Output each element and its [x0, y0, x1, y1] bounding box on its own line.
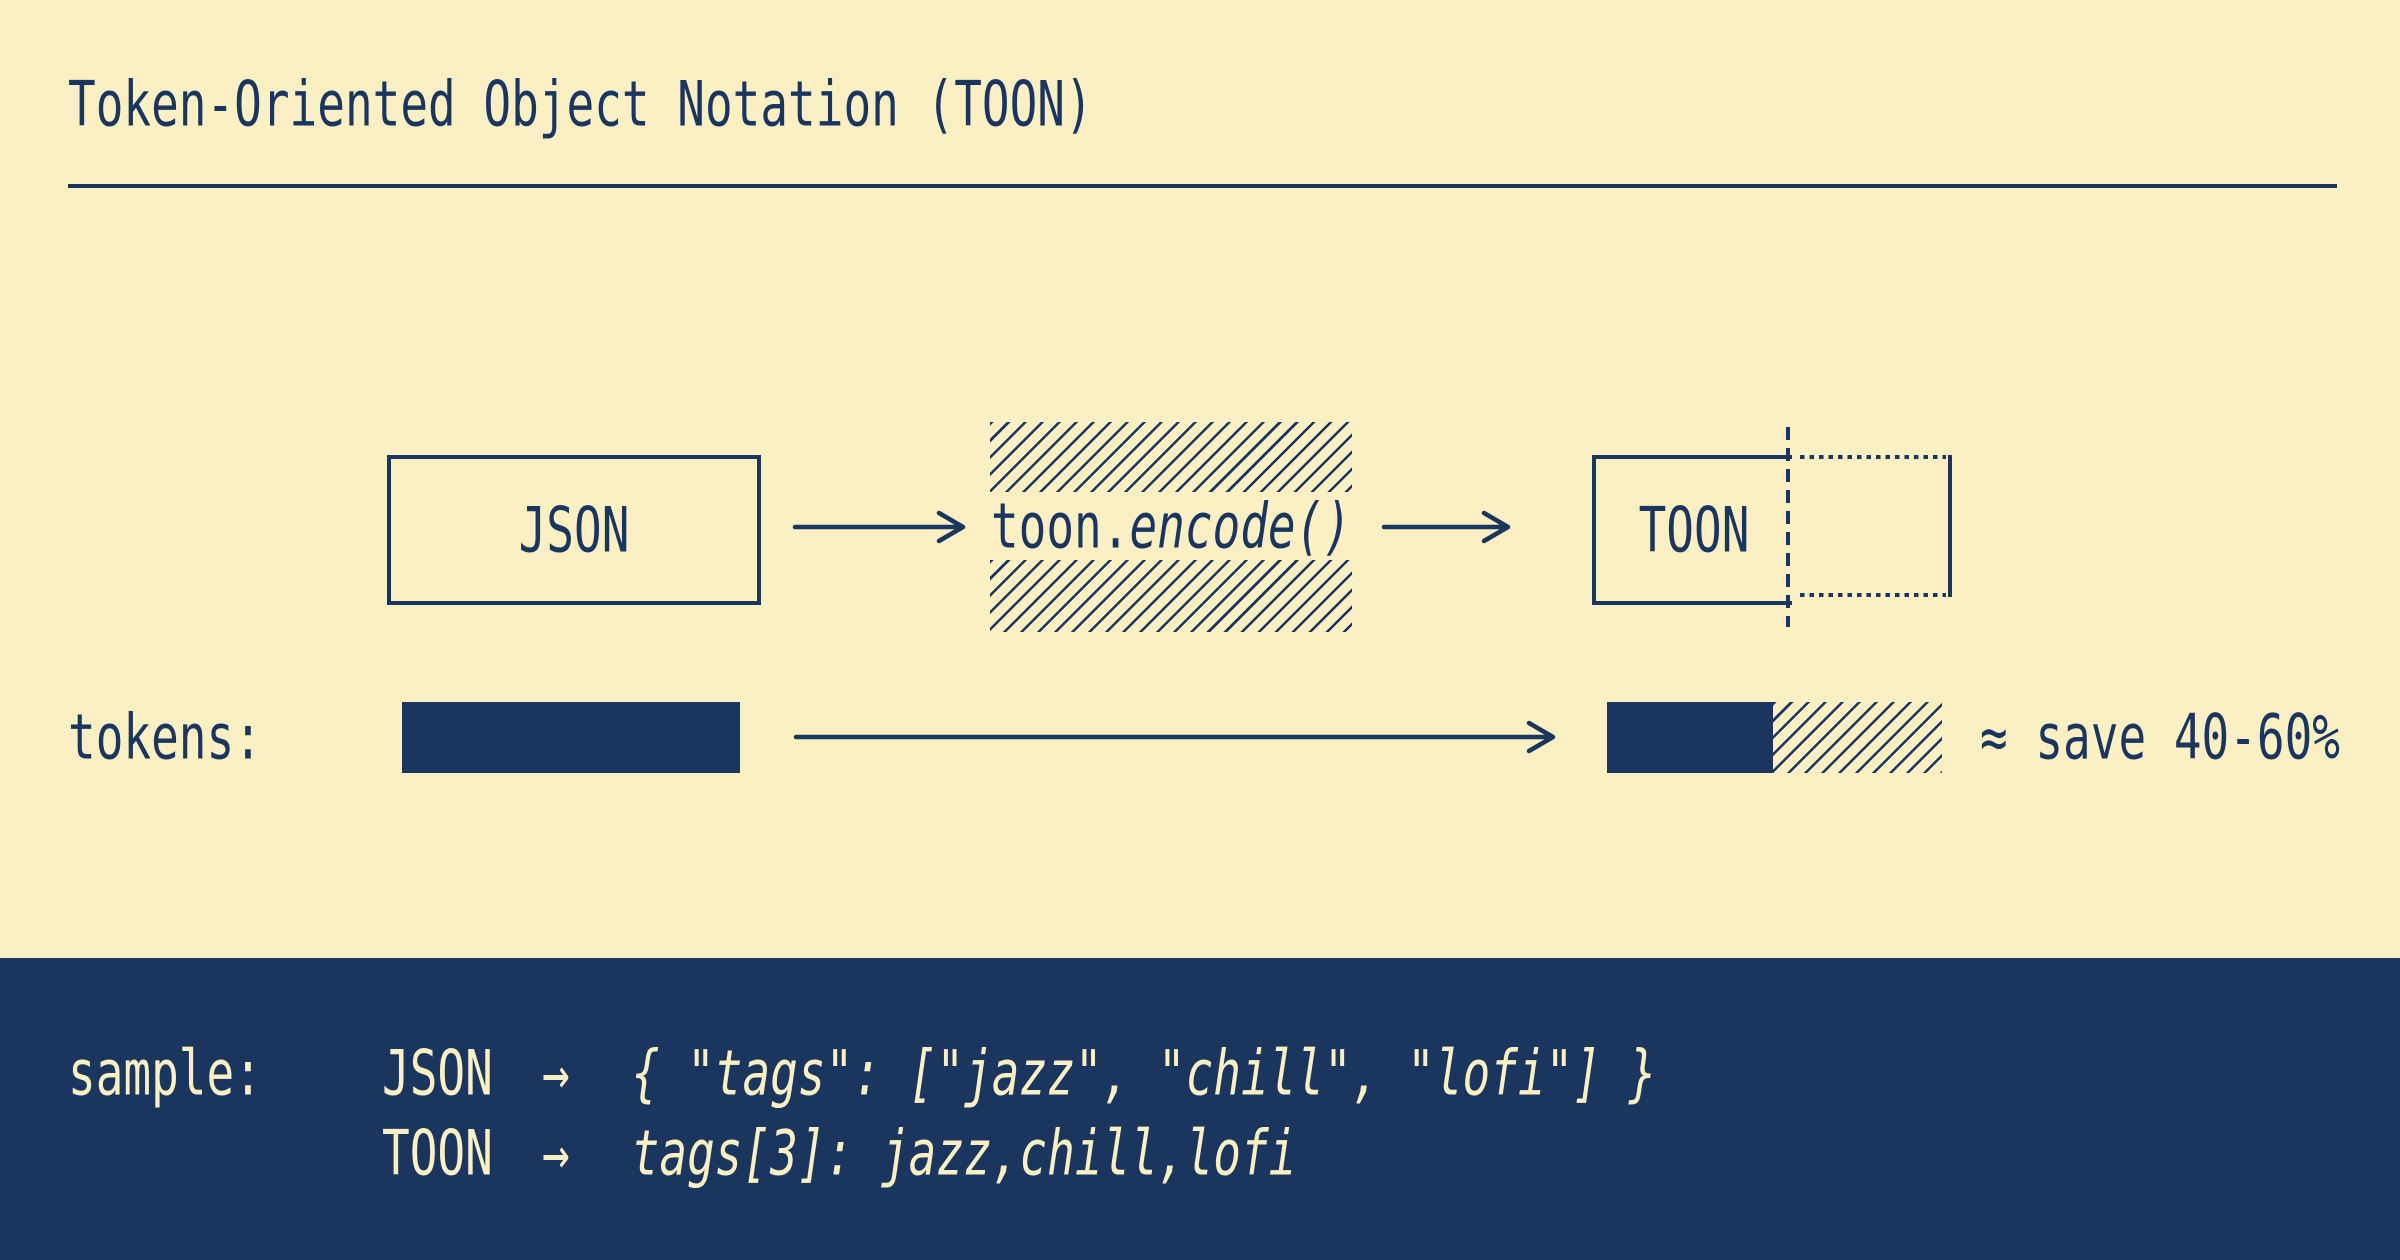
toon-tokens-bar	[1607, 702, 1773, 773]
sample-toon-code: tags[3]: jazz,chill,lofi	[631, 1116, 1297, 1190]
toon-trimmed-extension	[1800, 455, 1952, 597]
savings-note: ≈ save 40-60%	[1956, 700, 2340, 774]
extension-dotted-bottom	[1800, 593, 1946, 597]
tokens-arrow-icon	[793, 720, 1556, 754]
sample-arrow-icon: →	[542, 1116, 570, 1190]
encode-call-label: toon.encode()	[980, 490, 1362, 563]
title-underline	[68, 184, 2337, 188]
encode-method: encode()	[1129, 489, 1352, 563]
sample-label: sample:	[68, 1037, 262, 1110]
savings-note-text: ≈ save 40-60%	[1979, 700, 2340, 774]
sample-label-text: sample:	[68, 1036, 262, 1110]
toon-output-box: TOON	[1592, 455, 1792, 605]
extension-right-edge	[1948, 455, 1952, 597]
sample-row-json: JSON → { "tags": ["jazz", "chill", "lofi…	[382, 1037, 1656, 1110]
json-input-label: JSON	[518, 493, 630, 567]
sample-arrow-icon: →	[542, 1036, 570, 1110]
flow-arrow-icon	[792, 510, 966, 544]
encode-hatch-top	[990, 422, 1352, 492]
json-tokens-bar	[402, 702, 740, 773]
saved-tokens-hatch-bar	[1773, 702, 1942, 773]
sample-section: sample: JSON → { "tags": ["jazz", "chill…	[0, 958, 2400, 1260]
flow-arrow-icon	[1381, 510, 1511, 544]
page-title: Token-Oriented Object Notation (TOON)	[68, 58, 1093, 150]
page-title-text: Token-Oriented Object Notation (TOON)	[68, 67, 1093, 141]
tokens-row-label: tokens:	[68, 700, 262, 774]
sample-json-format: JSON	[382, 1036, 493, 1110]
sample-toon-format: TOON	[382, 1116, 493, 1190]
sample-row-toon: TOON → tags[3]: jazz,chill,lofi	[382, 1117, 1296, 1190]
encode-prefix: toon.	[990, 489, 1130, 563]
toon-cut-dashed-line	[1786, 427, 1790, 627]
encode-hatch-bottom	[990, 560, 1352, 632]
json-input-box: JSON	[387, 455, 761, 605]
toon-output-label: TOON	[1638, 493, 1750, 567]
encode-call-text: toon.encode()	[991, 490, 1351, 563]
tokens-row-label-text: tokens:	[68, 700, 262, 774]
extension-dotted-top	[1800, 455, 1946, 459]
sample-json-code: { "tags": ["jazz", "chill", "lofi"] }	[631, 1036, 1657, 1110]
